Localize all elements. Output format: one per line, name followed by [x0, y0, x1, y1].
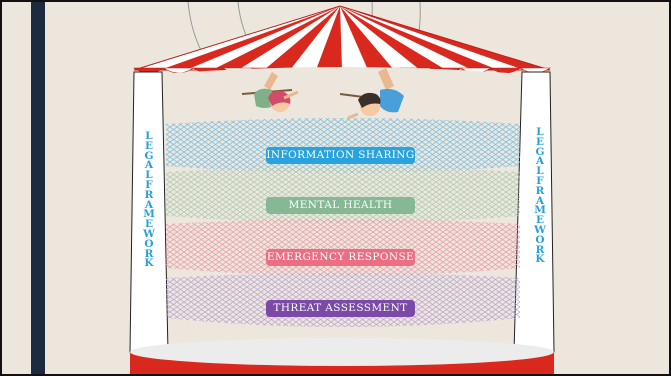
stage-platform [130, 338, 554, 376]
label-threat-assessment: THREAT ASSESSMENT [266, 300, 415, 317]
label-mental-health: MENTAL HEALTH [266, 197, 415, 214]
label-information-sharing: INFORMATION SHARING [266, 147, 415, 164]
label-emergency-response: EMERGENCY RESPONSE [266, 249, 415, 266]
net-emergency-response [166, 219, 520, 276]
side-pole [31, 2, 45, 376]
net-mental-health [166, 167, 520, 223]
net-information-sharing [166, 118, 520, 173]
